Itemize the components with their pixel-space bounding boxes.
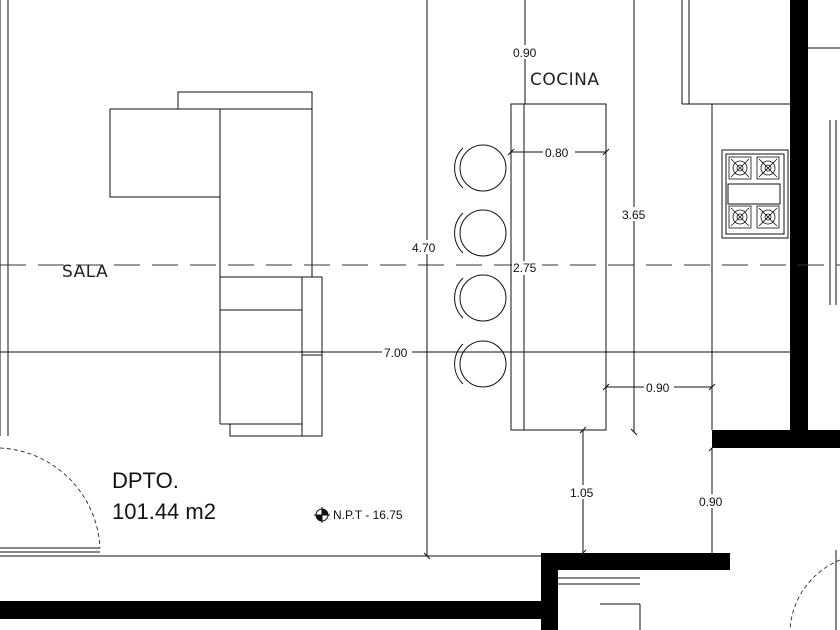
dim-width-700: 7.00 bbox=[384, 346, 408, 360]
side-table bbox=[109, 108, 221, 198]
dim-height-470: 4.70 bbox=[412, 241, 436, 255]
sofa-arm bbox=[301, 276, 323, 437]
wall-bottom-left bbox=[0, 601, 545, 619]
bar-stool-icon bbox=[454, 144, 507, 192]
dim-side-090: 0.90 bbox=[646, 381, 670, 395]
bar-stool-icon bbox=[454, 274, 507, 322]
wall-kitchen-bottom bbox=[712, 430, 840, 448]
dim-bottom-105: 1.05 bbox=[570, 486, 594, 500]
island-counter bbox=[510, 103, 607, 431]
sofa-back-top bbox=[177, 91, 313, 110]
level-label: N.P.T - 16.75 bbox=[333, 508, 403, 522]
bar-stools bbox=[454, 144, 507, 388]
living-furniture bbox=[109, 91, 323, 437]
dim-top-090: 0.90 bbox=[513, 46, 537, 60]
dim-counter-275: 2.75 bbox=[513, 261, 537, 275]
wall-right bbox=[790, 0, 808, 432]
unit-area: 101.44 m2 bbox=[112, 499, 216, 524]
bar-stool-icon bbox=[454, 340, 507, 388]
room-label-living: SALA bbox=[62, 262, 108, 282]
dim-kitchen-365: 3.65 bbox=[622, 208, 646, 222]
dim-counter-080: 0.80 bbox=[545, 146, 569, 160]
wall-bottom-segment bbox=[541, 553, 730, 570]
sofa-base bbox=[229, 423, 303, 437]
room-label-kitchen: COCINA bbox=[530, 70, 599, 90]
stove-icon bbox=[721, 149, 789, 239]
bar-stool-icon bbox=[454, 209, 507, 257]
dim-right-090: 0.90 bbox=[699, 495, 723, 509]
sofa-top bbox=[219, 108, 313, 278]
level-marker-icon bbox=[314, 507, 330, 523]
wall-bottom-mid bbox=[541, 553, 558, 630]
unit-name: DPTO. bbox=[112, 468, 179, 493]
